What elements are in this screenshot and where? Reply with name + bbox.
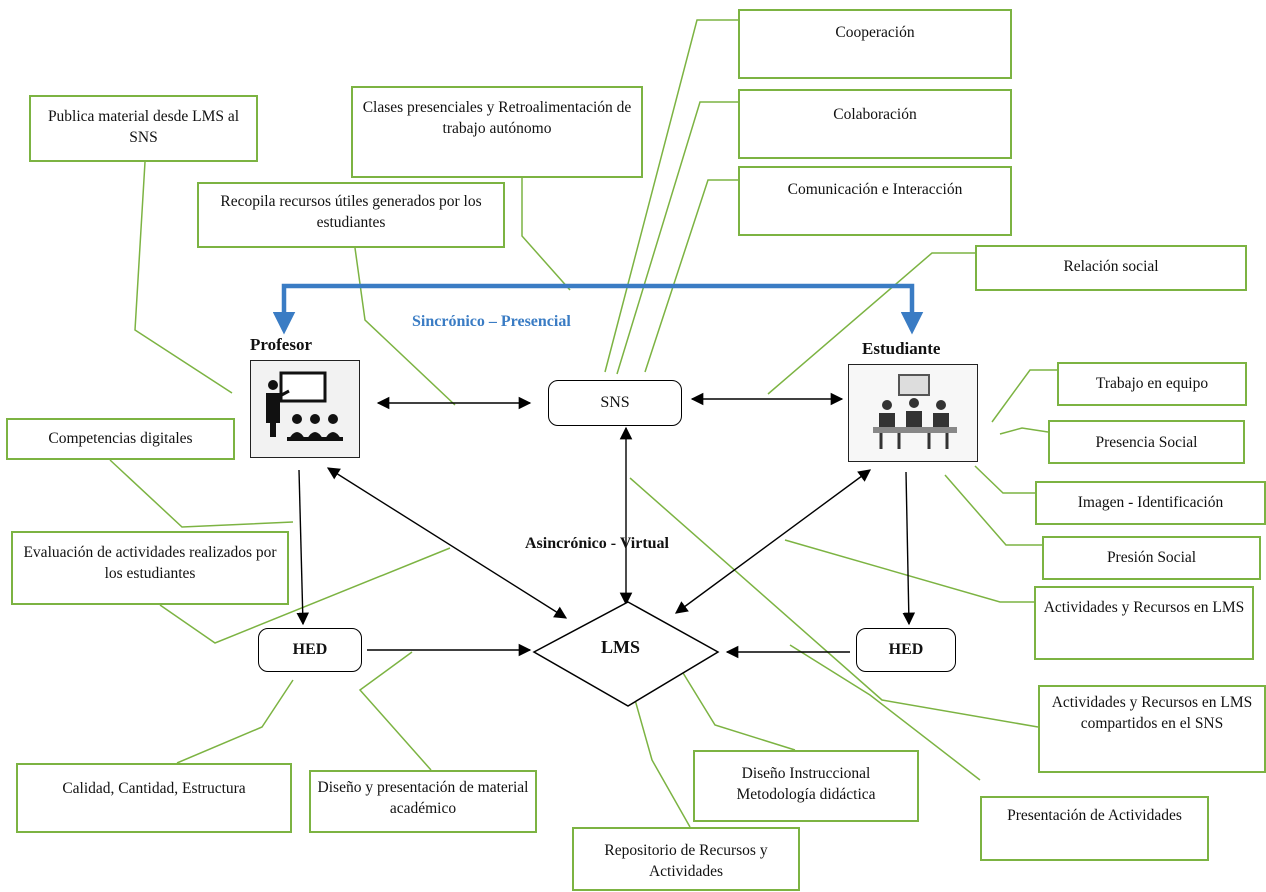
callout-act-lms-sns: Actividades y Recursos en LMS compartido… (1038, 685, 1266, 773)
leader-publica (134, 161, 233, 394)
arrow-profesor-lms (326, 467, 568, 619)
callout-publica: Publica material desde LMS al SNS (29, 95, 258, 162)
leader-relacion (767, 252, 975, 395)
callout-presentacion: Presentación de Actividades (980, 796, 1209, 861)
callout-diseno-inst: Diseño Instruccional Metodología didácti… (693, 750, 919, 822)
async-label: Asincrónico - Virtual (525, 535, 669, 552)
leader-trabajo (991, 369, 1057, 423)
lms-diamond (532, 601, 720, 707)
teacher-presentation-icon (266, 371, 343, 441)
callout-trabajo: Trabajo en equipo (1057, 362, 1247, 406)
teacher-label: Profesor (250, 335, 312, 354)
sync-arrow (272, 283, 924, 335)
leader-repositorio (629, 681, 691, 828)
leader-diseno-inst (679, 667, 796, 751)
leader-diseno-pres (358, 651, 432, 771)
callout-act-lms: Actividades y Recursos en LMS (1034, 586, 1254, 660)
arrow-estudiante-lms (674, 469, 872, 614)
callout-calidad: Calidad, Cantidad, Estructura (16, 763, 292, 833)
callout-clases: Clases presenciales y Retroalimentación … (351, 86, 643, 178)
sns-node[interactable]: SNS (548, 380, 682, 426)
callout-repositorio: Repositorio de Recursos y Actividades (572, 827, 800, 891)
team-meeting-icon (873, 374, 957, 449)
leader-colaboracion (616, 101, 738, 375)
callout-evaluacion: Evaluación de actividades realizados por… (11, 531, 289, 605)
callout-recopila: Recopila recursos útiles generados por l… (197, 182, 505, 248)
leader-calidad (176, 679, 294, 764)
arrow-estudiante-hed (902, 471, 916, 626)
hed-right-node[interactable]: HED (856, 628, 956, 672)
sync-label: Sincrónico – Presencial (412, 313, 571, 330)
hed-left-node[interactable]: HED (258, 628, 362, 672)
leader-act-lms (784, 539, 1034, 603)
callout-comunicacion: Comunicación e Interacción (738, 166, 1012, 236)
leader-competencias (109, 459, 294, 528)
leader-clases (521, 178, 571, 291)
callout-colaboracion: Colaboración (738, 89, 1012, 159)
callout-diseno-pres: Diseño y presentación de material académ… (309, 770, 537, 833)
callout-competencias: Competencias digitales (6, 418, 235, 460)
lms-label[interactable]: LMS (601, 637, 641, 657)
leader-presentacion (789, 644, 981, 781)
callout-cooperacion: Cooperación (738, 9, 1012, 79)
callout-relacion: Relación social (975, 245, 1247, 291)
leader-presion (944, 474, 1042, 546)
callout-presencia: Presencia Social (1048, 420, 1245, 464)
leader-cooperacion (604, 19, 738, 373)
student-icon-box (848, 364, 978, 462)
leader-comunicacion (644, 179, 738, 373)
callout-presion: Presión Social (1042, 536, 1261, 580)
callout-imagen: Imagen - Identificación (1035, 481, 1266, 525)
leader-presencia (999, 427, 1049, 435)
leader-imagen (974, 465, 1035, 494)
arrow-profesor-hed (296, 469, 310, 626)
student-label: Estudiante (862, 339, 941, 358)
teacher-icon-box (250, 360, 360, 458)
